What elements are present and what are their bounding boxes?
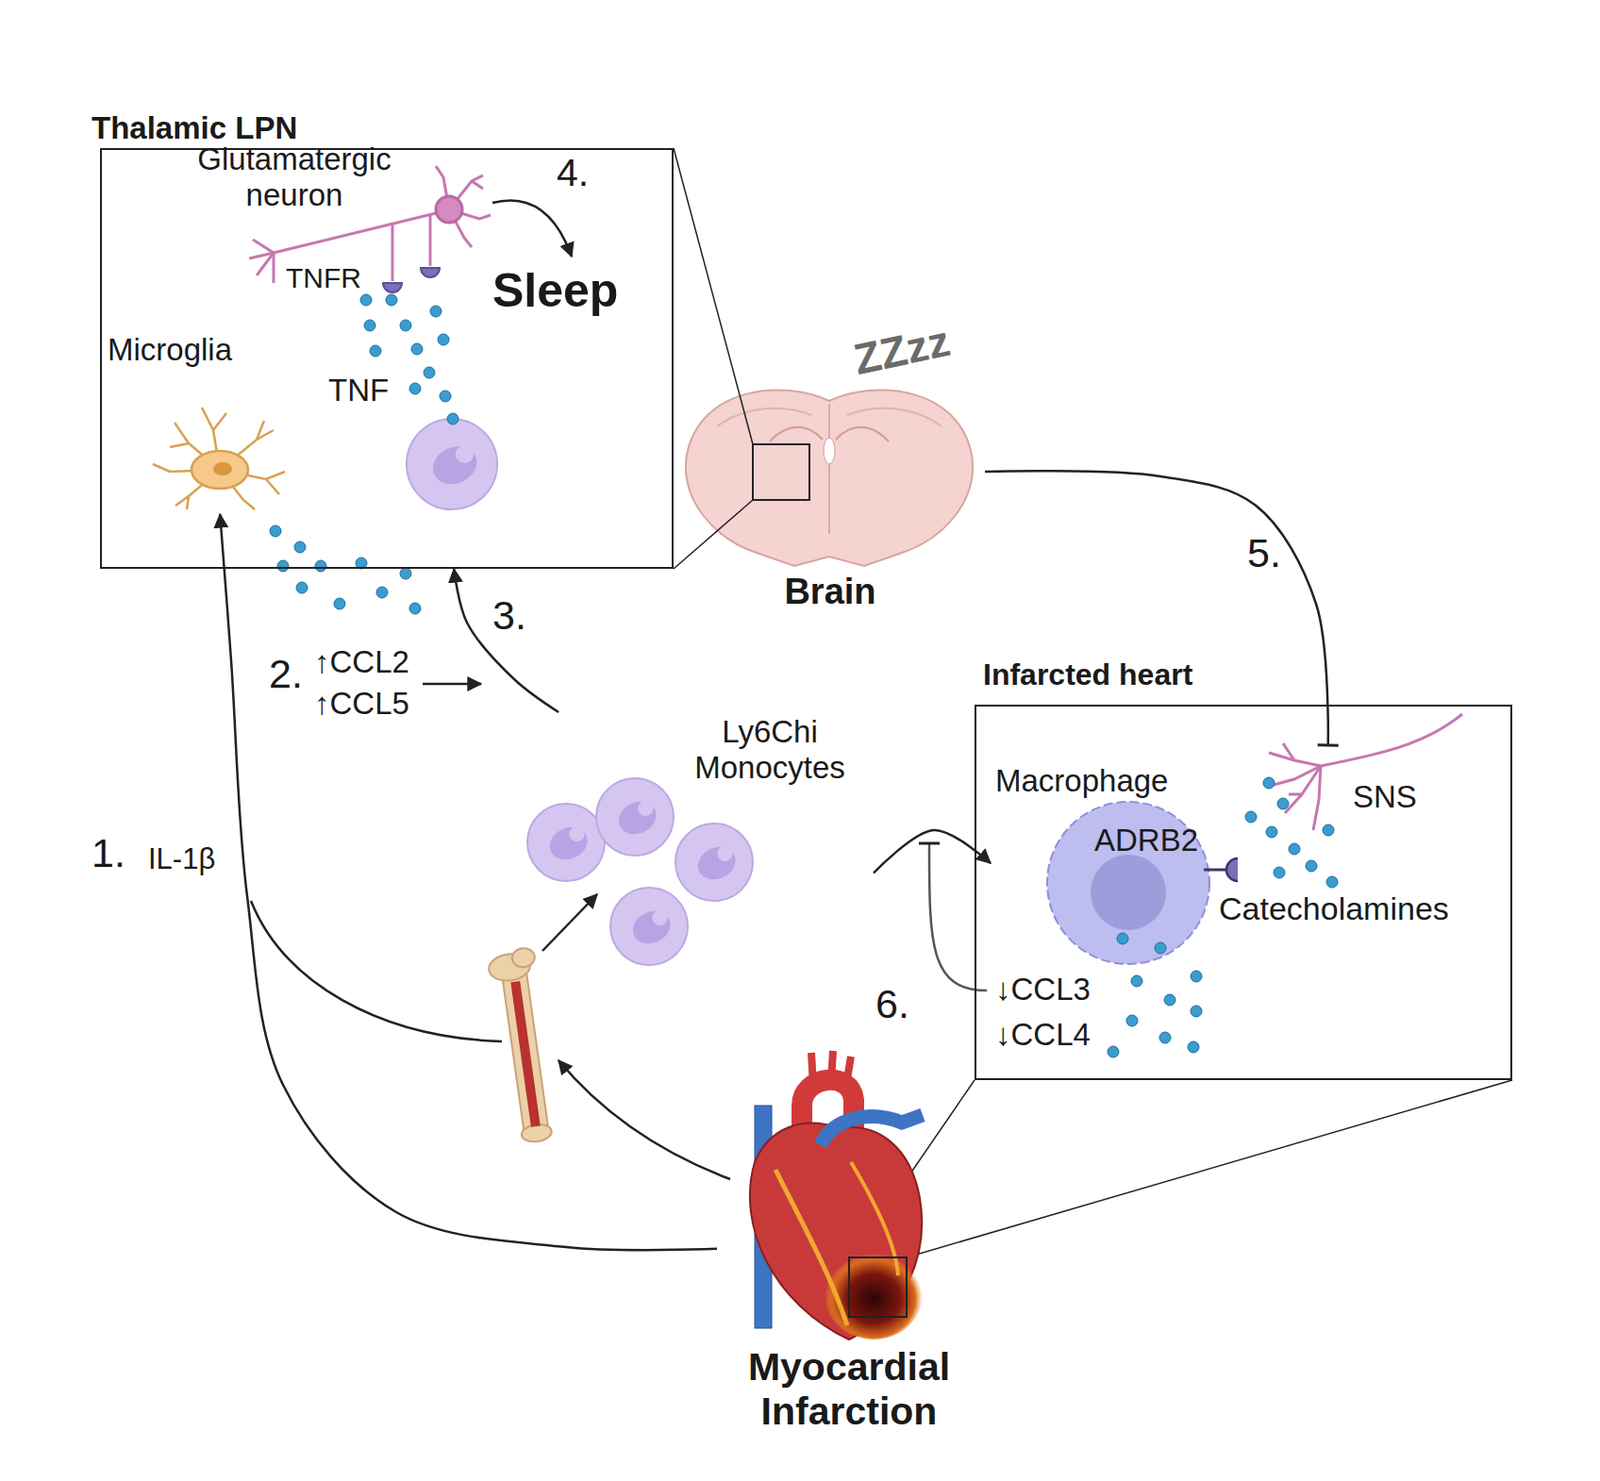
molecule-dot [1154, 942, 1167, 954]
molecule-dot [1288, 843, 1300, 855]
receptor-label: ADRB2 [1094, 822, 1199, 859]
molecule-dot [1322, 824, 1334, 836]
molecule-dot [315, 560, 327, 572]
molecule-dot [364, 319, 376, 332]
molecule-dot [1131, 975, 1143, 987]
signal-label: Catecholamines [1218, 890, 1450, 928]
sleep-symbol: ZZzz [850, 316, 955, 385]
brain-section [685, 390, 973, 567]
chemokine-label: ↑CCL2 [314, 644, 410, 681]
molecule-dot [1116, 933, 1129, 945]
arrow-connector [873, 830, 991, 874]
molecule-dot [1190, 970, 1202, 983]
zoom-line [673, 500, 753, 569]
monocyte-cell [610, 887, 688, 966]
molecule-dot [1277, 798, 1289, 810]
heart-illustration [750, 1050, 923, 1340]
node-text: Ly6Chi Monocytes [669, 714, 870, 786]
node-text: Myocardial Infarction [716, 1345, 982, 1434]
monocyte-cell [527, 803, 605, 882]
dot-group [269, 294, 1338, 1058]
molecule-dot [1266, 826, 1278, 838]
bone-marrow [486, 947, 561, 1146]
molecule-dot [437, 333, 450, 346]
microglia-cell [152, 407, 285, 510]
molecule-dot [423, 366, 435, 379]
molecule-dot [447, 413, 459, 425]
molecule-dot [1305, 860, 1317, 872]
inhibition-line [929, 843, 987, 991]
zoom-line [673, 148, 753, 445]
cell-node: Ly6Chi Monocytes [523, 712, 874, 972]
molecule-dot [400, 567, 412, 580]
cell-node: Macrophage [990, 759, 1217, 967]
cell-node: Microglia [103, 328, 312, 515]
monocyte-cell [675, 823, 753, 901]
chemokine-arrow [422, 683, 482, 686]
molecule-dot [400, 319, 412, 332]
sleep-arrow [492, 200, 572, 257]
molecule-dot [369, 345, 382, 357]
callout-number: 6. [875, 981, 910, 1028]
node-text: Thalamic LPN [91, 110, 298, 147]
chemokine-label: ↓CCL3 [995, 971, 1091, 1008]
flow-arrow [542, 894, 598, 951]
organ-node: Brain [679, 386, 985, 623]
arrow-connector [453, 568, 559, 713]
callout-number: 5. [1247, 530, 1282, 577]
chemokine-label: ↓CCL4 [995, 1016, 1091, 1053]
molecule-dot [1187, 1041, 1200, 1053]
arrow-connector [219, 514, 717, 1250]
molecule-dot [411, 343, 423, 355]
monocyte-cell [596, 778, 674, 856]
cytokine-label: IL-1β [148, 842, 216, 877]
receptor-label: TNFR [285, 262, 362, 296]
tnf-receptor [383, 267, 440, 293]
callout-number: 3. [492, 592, 527, 639]
node-text: SNS [1352, 779, 1417, 816]
node-text: Microglia [107, 332, 233, 368]
node-text: Brain [679, 571, 982, 614]
molecule-dot [1263, 777, 1275, 789]
molecule-dot [333, 598, 346, 610]
molecule-dot [385, 294, 398, 306]
node-text: Macrophage [995, 763, 1168, 800]
node-text: Infarcted heart [983, 657, 1193, 693]
cell-group [406, 418, 753, 966]
sns-nerve [1268, 714, 1463, 831]
callout-number: 2. [268, 650, 303, 698]
zoom-line [906, 1080, 1513, 1258]
molecule-dot [1126, 1015, 1138, 1027]
state-label: Sleep [492, 264, 618, 319]
macrophage-cell [1047, 801, 1238, 965]
molecule-dot [376, 586, 388, 599]
molecule-dot [269, 525, 282, 537]
molecule-dot [1326, 876, 1338, 888]
molecule-dot [409, 602, 421, 615]
region-box: Infarcted heartMacrophage SNS [974, 653, 1513, 1081]
molecule-dot [1159, 1032, 1171, 1044]
chemokine-label: ↑CCL5 [314, 685, 410, 722]
callout-number: 4. [556, 150, 589, 196]
callout-number: 1. [91, 830, 126, 877]
monocyte-cell [406, 418, 498, 510]
cell-label: Glutamatergic neuron [162, 141, 427, 214]
cytokine-label: TNF [328, 372, 389, 409]
flow-arrow [558, 1060, 731, 1180]
molecule-dot [1273, 866, 1285, 879]
organ-node: Myocardial Infarction [716, 1094, 985, 1463]
molecule-dot [430, 305, 442, 317]
nerve-node: SNS [1254, 745, 1453, 850]
molecule-dot [277, 560, 289, 572]
molecule-dot [1107, 1046, 1119, 1058]
molecule-dot [1245, 811, 1257, 823]
molecule-dot [296, 582, 308, 594]
molecule-dot [439, 390, 451, 402]
molecule-dot [1190, 1005, 1202, 1017]
molecule-dot [409, 383, 421, 395]
molecule-dot [294, 541, 306, 553]
molecule-dot [360, 294, 372, 306]
molecule-dot [1164, 994, 1176, 1006]
flow-line [250, 900, 502, 1042]
